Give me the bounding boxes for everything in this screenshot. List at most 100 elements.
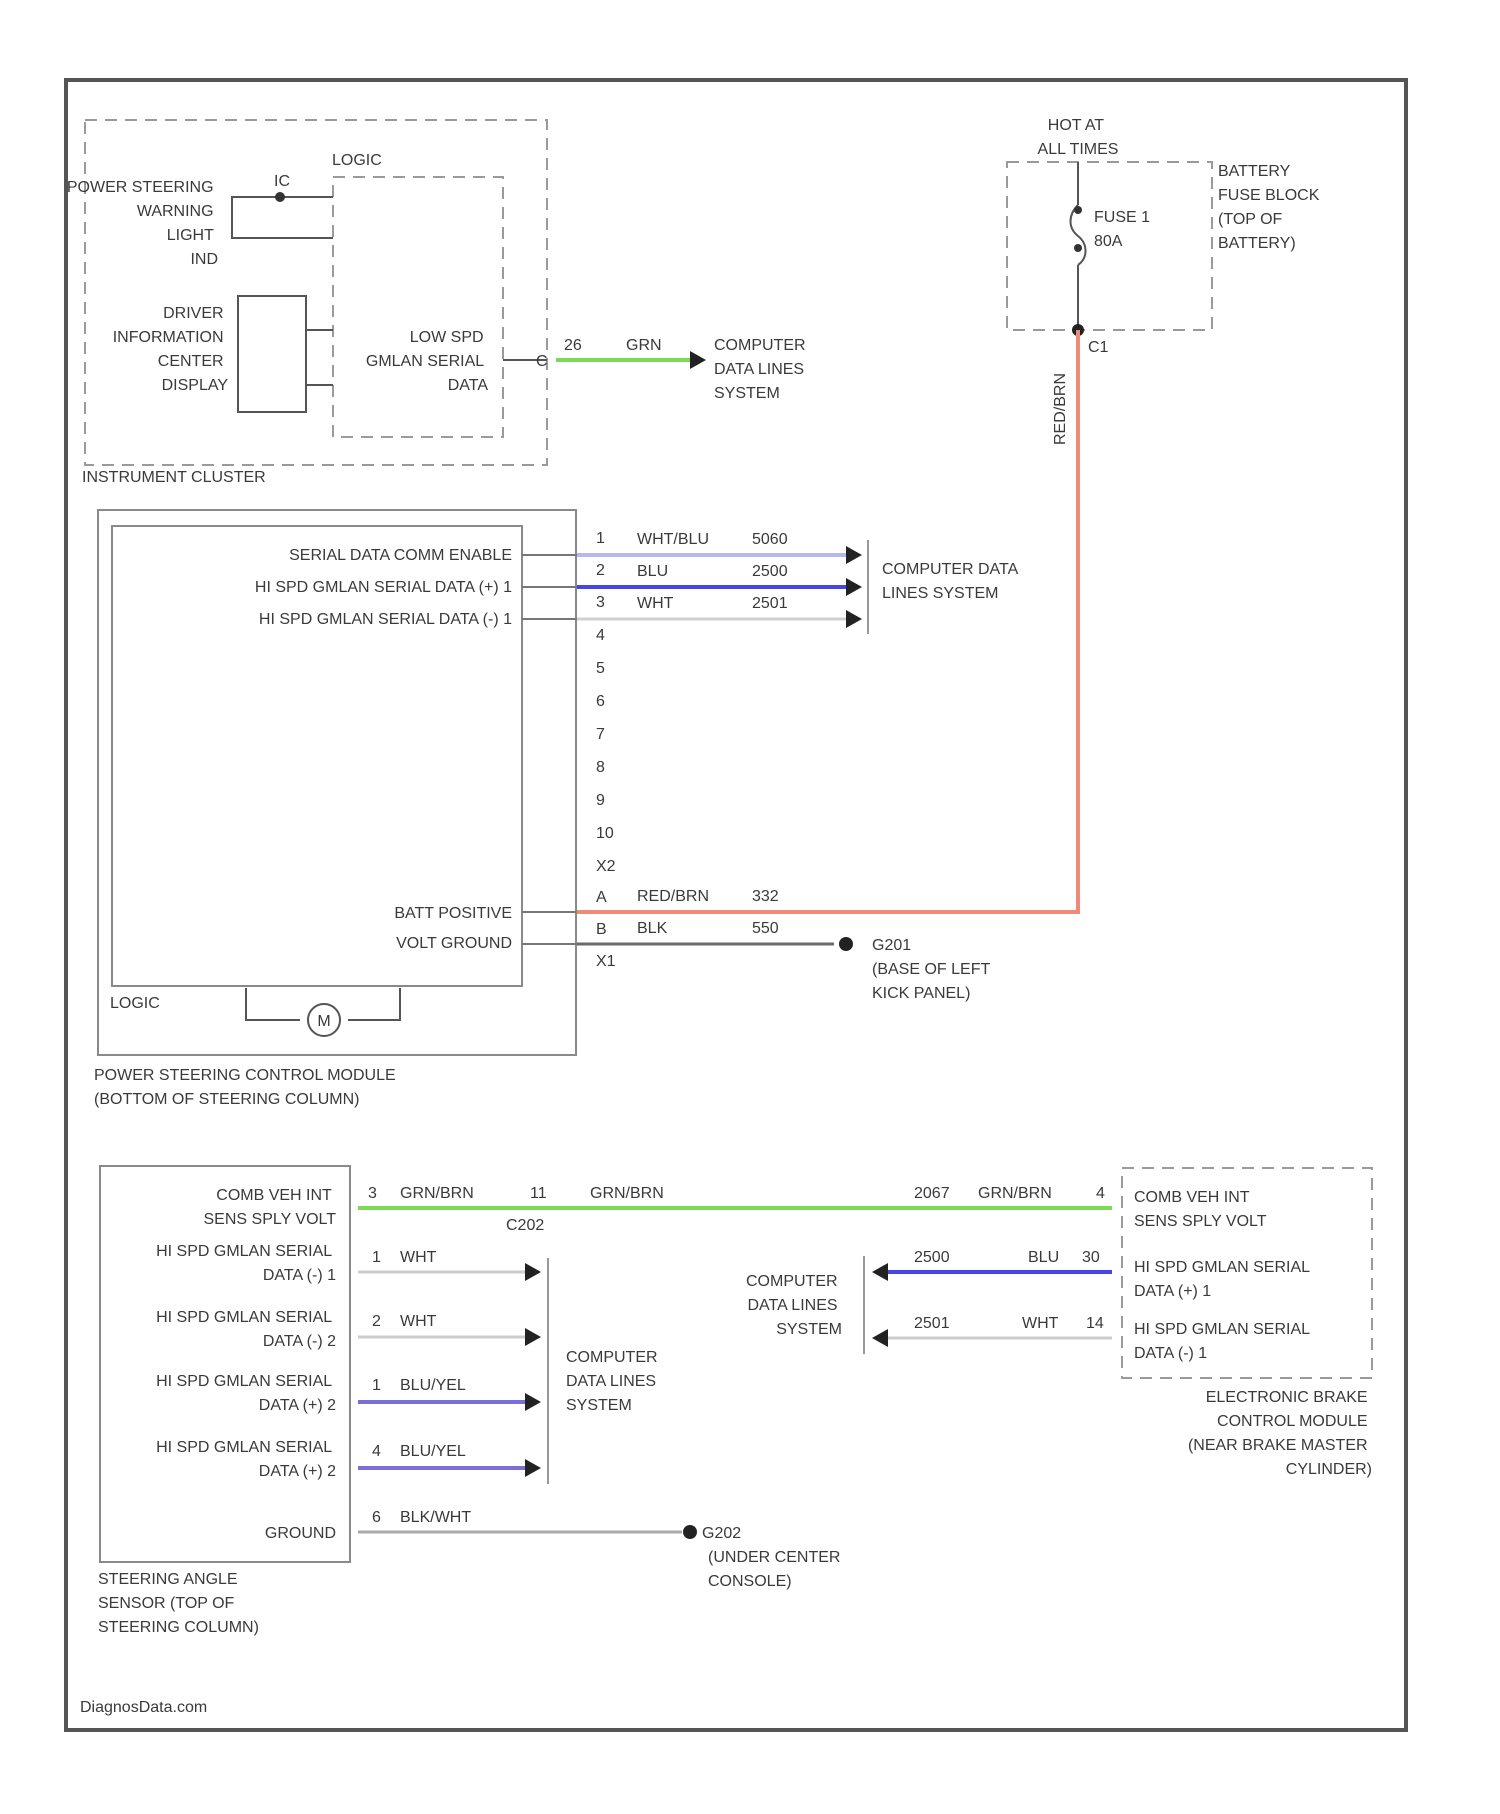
sas-pin: 1 [372,1249,381,1266]
pscm-wire-circuit: 332 [752,888,779,905]
sas-pin: 4 [372,1443,381,1460]
sas-pin: 3 [368,1185,377,1202]
sas-label-data-plus-2a: HI SPD GMLAN SERIAL DATA (+) 2 [156,1373,336,1414]
pscm-wire-color: WHT [637,595,674,612]
pscm-wire-color: RED/BRN [637,888,709,905]
fuse-terminal-top [1074,206,1082,214]
c202-splice-name: C202 [506,1217,544,1234]
ebcm-wire-color: WHT [1022,1315,1059,1332]
ebcm-circuit: 2501 [914,1315,950,1332]
pscm-pin: 7 [596,726,605,743]
sas-arrow-data-plus-2a [525,1393,541,1411]
pscm-wire-color: BLU [637,563,668,580]
footer-watermark: DiagnosData.com [80,1699,207,1716]
pscm-pin: 3 [596,594,605,611]
pscm-pin: 8 [596,759,605,776]
cluster-logic-label: LOGIC [332,152,382,169]
hot-at-all-times-label: HOT AT ALL TIMES [1038,117,1119,158]
pscm-serial-enable-label: SERIAL DATA COMM ENABLE [289,547,512,564]
ebcm-label-data-plus: HI SPD GMLAN SERIAL DATA (+) 1 [1134,1259,1314,1300]
pscm-wire-circuit: 550 [752,920,779,937]
g201-ground-label: G201 (BASE OF LEFT KICK PANEL) [872,937,994,1002]
pscm-arrow-hs-minus [846,610,862,628]
battery-fuse-block: HOT AT ALL TIMES FUSE 1 80A BATTERY FUSE… [1007,117,1324,445]
sas-destination: COMPUTER DATA LINES SYSTEM [566,1349,662,1414]
fuse-block-name: BATTERY FUSE BLOCK (TOP OF BATTERY) [1218,163,1324,252]
ebcm-wire-color: BLU [1028,1249,1059,1266]
pscm-wire-circuit: 2501 [752,595,788,612]
cluster-data-destination: COMPUTER DATA LINES SYSTEM [714,337,810,402]
pscm-name: POWER STEERING CONTROL MODULE (BOTTOM OF… [94,1067,400,1108]
pscm-batt-label: BATT POSITIVE [394,905,512,922]
ebcm-label-comb-veh: COMB VEH INT SENS SPLY VOLT [1134,1189,1267,1230]
pscm-destination: COMPUTER DATA LINES SYSTEM [882,561,1022,602]
g201-ground-icon [839,937,853,951]
pscm-pin: 6 [596,693,605,710]
pscm-pin: 5 [596,660,605,677]
pscm-wire-circuit: 5060 [752,531,788,548]
ebcm-pin: 4 [1096,1185,1105,1202]
pscm-ground-label: VOLT GROUND [396,935,512,952]
low-speed-gmlan-label: LOW SPD GMLAN SERIAL DATA [366,329,488,394]
sas-pin: 6 [372,1509,381,1526]
c202-splice-wire: GRN/BRN [590,1185,664,1202]
instrument-cluster-name: INSTRUMENT CLUSTER [82,469,266,486]
power-steering-control-module: LOGIC M SERIAL DATA COMM ENABLE HI SPD G… [94,510,1022,1108]
fuse-wire-color: RED/BRN [1052,373,1069,445]
ebcm-label-data-minus: HI SPD GMLAN SERIAL DATA (-) 1 [1134,1321,1314,1362]
ps-warning-light-dot [275,192,285,202]
steering-angle-sensor: COMB VEH INT SENS SPLY VOLT HI SPD GMLAN… [98,1166,1112,1636]
electronic-brake-control-module: COMB VEH INT SENS SPLY VOLT HI SPD GMLAN… [746,1168,1372,1478]
ebcm-wire-color: GRN/BRN [978,1185,1052,1202]
g202-ground-label: G202 (UNDER CENTER CONSOLE) [702,1525,845,1590]
c202-splice-pin: 11 [530,1185,547,1202]
ebcm-name: ELECTRONIC BRAKE CONTROL MODULE (NEAR BR… [1188,1389,1372,1478]
pscm-pin: A [596,889,607,906]
ps-warning-light-label: POWER STEERING WARNING LIGHT IND [67,179,218,268]
dic-label: DRIVER INFORMATION CENTER DISPLAY [113,305,229,394]
ps-warning-pin: IC [274,173,290,190]
sas-label-data-minus-2: HI SPD GMLAN SERIAL DATA (-) 2 [156,1309,336,1350]
pscm-motor-label: M [317,1013,330,1030]
instrument-cluster: LOGIC POWER STEERING WARNING LIGHT IND I… [67,120,810,486]
fuse-label: FUSE 1 80A [1094,209,1154,250]
fuse-block-pin: C1 [1088,339,1109,356]
pscm-hs-minus-label: HI SPD GMLAN SERIAL DATA (-) 1 [259,611,512,628]
dic-display-box [238,296,306,412]
ebcm-pin: 30 [1082,1249,1100,1266]
sas-wire-color: BLK/WHT [400,1509,471,1526]
sas-label-data-plus-2b: HI SPD GMLAN SERIAL DATA (+) 2 [156,1439,336,1480]
sas-pin: 2 [372,1313,381,1330]
cluster-data-pin: C [536,353,548,370]
cluster-data-wire-color: GRN [626,337,662,354]
pscm-wire-color: BLK [637,920,668,937]
pscm-arrow-hs-plus [846,578,862,596]
ebcm-destination: COMPUTER DATA LINES SYSTEM [746,1273,842,1338]
ebcm-circuit: 2067 [914,1185,950,1202]
pscm-pin: 4 [596,627,605,644]
pscm-pin: 2 [596,562,605,579]
pscm-arrow-serial-enable [846,546,862,564]
instrument-cluster-box [85,120,547,465]
ebcm-arrow-data-minus [872,1329,888,1347]
cluster-data-circuit: 26 [564,337,582,354]
sas-wire-color: WHT [400,1249,437,1266]
sas-name: STEERING ANGLE SENSOR (TOP OF STEERING C… [98,1571,259,1636]
sas-wire-color: GRN/BRN [400,1185,474,1202]
pscm-connector-pins: 1 2 3 4 5 6 7 8 9 10 X2 A B X1 [596,530,616,970]
battery-feed-wire [577,330,1078,912]
pscm-pin: X2 [596,858,616,875]
pscm-wire-color: WHT/BLU [637,531,709,548]
cluster-data-arrow [690,351,706,369]
sas-wire-color: WHT [400,1313,437,1330]
pscm-wire-circuit: 2500 [752,563,788,580]
ebcm-circuit: 2500 [914,1249,950,1266]
sas-arrow-data-minus-1 [525,1263,541,1281]
ps-warning-light-circuit [232,197,333,238]
pscm-pin: X1 [596,953,616,970]
sas-label-comb-veh: COMB VEH INT SENS SPLY VOLT [204,1187,337,1228]
fuse-terminal-bottom [1074,244,1082,252]
pscm-pin: 9 [596,792,605,809]
sas-label-data-minus-1: HI SPD GMLAN SERIAL DATA (-) 1 [156,1243,336,1284]
